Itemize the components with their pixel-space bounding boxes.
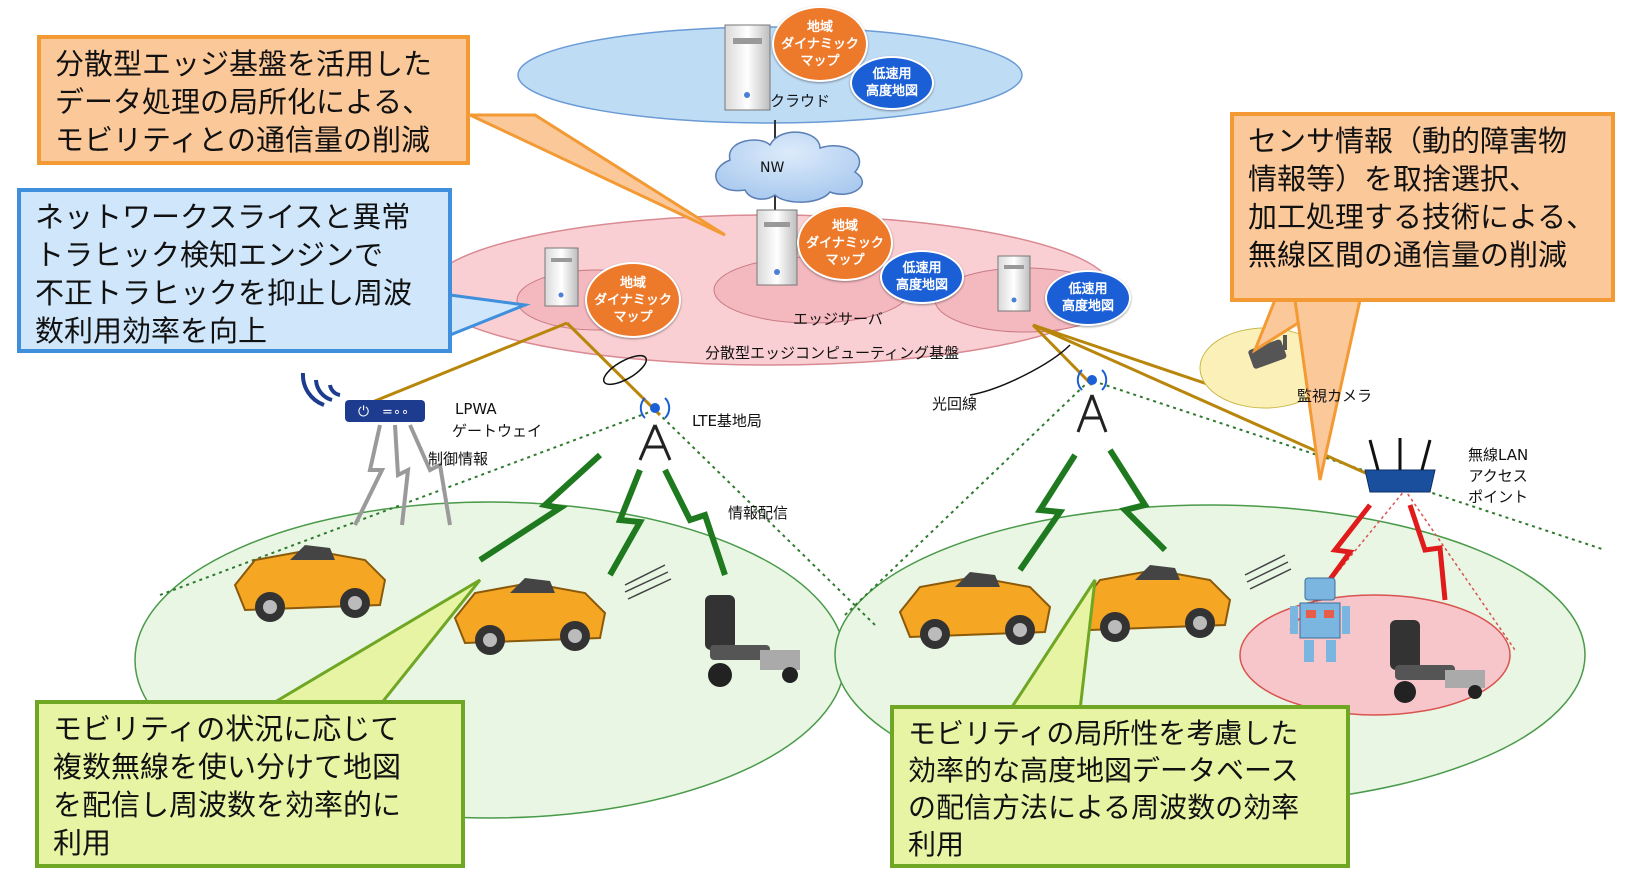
lpwa-gateway-icon: ⏻ =∘∘ — [300, 372, 425, 422]
camera-label: 監視カメラ — [1297, 387, 1373, 405]
cloud-server-icon — [724, 24, 771, 111]
svg-text:=∘∘: =∘∘ — [382, 405, 409, 420]
bubble-line: 地域 — [831, 218, 858, 234]
info-delivery-label: 情報配信 — [728, 504, 789, 522]
wlan-label-line: 無線LAN — [1468, 446, 1529, 464]
callout-tail-edge — [469, 113, 726, 237]
callout-edge-reduction: 分散型エッジ基盤を活用した データ処理の局所化による、 モビリティとの通信量の削… — [37, 35, 470, 165]
lte-label: LTE基地局 — [692, 412, 762, 430]
fiber-loop-left — [602, 354, 648, 386]
fiber-loop-right — [969, 344, 1071, 396]
wheelchair-icon — [705, 595, 800, 687]
callout-line: ネットワークスライスと異常 — [35, 200, 411, 234]
callout-line: 複数無線を使い分けて地図 — [53, 750, 402, 784]
callout-line: 無線区間の通信量の削減 — [1248, 238, 1568, 272]
callout-line: の配信方法による周波数の効率 — [908, 791, 1300, 824]
callout-line: モビリティの局所性を考慮した — [908, 717, 1299, 750]
lpwa-label: LPWA — [455, 400, 497, 418]
motion-lines — [624, 554, 1292, 600]
callout-locality-db: モビリティの局所性を考慮した 効率的な高度地図データベース の配信方法による周波… — [890, 705, 1350, 868]
bubble-line: 地域 — [619, 275, 646, 291]
car-icon — [233, 545, 387, 622]
callout-line: データ処理の局所化による、 — [55, 85, 432, 119]
bubble-line: マップ — [613, 309, 653, 325]
gateway-label: ゲートウェイ — [452, 422, 543, 440]
bubble-line: マップ — [800, 53, 840, 69]
callout-network-slice: ネットワークスライスと異常 トラヒック検知エンジンで 不正トラヒックを抑止し周波… — [17, 188, 452, 353]
callout-line: を配信し周波数を効率的に — [53, 788, 402, 822]
callout-line: 数利用効率を向上 — [35, 314, 268, 348]
wlan-ap-icon — [1364, 438, 1436, 493]
lowspeed-map-bubble-cloud: 低速用 高度地図 — [850, 56, 934, 110]
callout-line: 加工処理する技術による、 — [1248, 200, 1596, 234]
bubble-line: 高度地図 — [1061, 299, 1114, 314]
bubble-line: ダイナミック — [781, 36, 859, 52]
callout-line: 効率的な高度地図データベース — [908, 754, 1299, 787]
lpwa-radio-links — [353, 424, 452, 526]
callout-line: トラヒック検知エンジンで — [35, 238, 384, 272]
robot-zone — [1239, 594, 1511, 716]
wheelchair-icon — [1390, 620, 1485, 703]
wlan-label: 無線LAN アクセス ポイント — [1468, 445, 1528, 508]
callout-line: 不正トラヒックを抑止し周波 — [35, 276, 413, 310]
edge-server-label: エッジサーバ — [793, 310, 883, 328]
wlan-label-line: ポイント — [1468, 488, 1529, 506]
dynamic-map-bubble-cloud: 地域 ダイナミック マップ — [772, 6, 868, 82]
bubble-line: 低速用 — [902, 261, 942, 276]
edge-platform-label: 分散型エッジコンピューティング基盤 — [705, 344, 960, 362]
wlan-radio-links — [1312, 503, 1448, 602]
wlan-label-line: アクセス — [1468, 467, 1528, 485]
callout-line: 情報等）を取捨選択、 — [1248, 162, 1539, 196]
bubble-line: ダイナミック — [806, 235, 884, 251]
bubble-line: 高度地図 — [865, 84, 918, 99]
control-info-label: 制御情報 — [428, 450, 489, 468]
camera-icon — [1248, 335, 1287, 369]
bubble-line: 高度地図 — [895, 278, 948, 293]
car-icon — [898, 572, 1052, 649]
dynamic-map-bubble-left: 地域 ダイナミック マップ — [585, 262, 681, 338]
svg-text:⏻: ⏻ — [358, 404, 369, 420]
bubble-line: 低速用 — [872, 67, 912, 82]
edge-server-left-icon — [544, 247, 579, 307]
network-cloud — [715, 131, 863, 203]
lte-radio-links — [478, 448, 1168, 577]
fiber-label: 光回線 — [932, 395, 978, 413]
lowspeed-map-bubble-edge: 低速用 高度地図 — [880, 250, 964, 304]
car-icon — [453, 578, 607, 655]
callout-sensor-info: センサ情報（動的障害物 情報等）を取捨選択、 加工処理する技術による、 無線区間… — [1230, 112, 1615, 302]
callout-line: 利用 — [53, 826, 112, 860]
callout-multi-radio: モビリティの状況に応じて 複数無線を使い分けて地図 を配信し周波数を効率的に 利… — [35, 700, 465, 868]
bubble-line: ダイナミック — [594, 292, 672, 308]
nw-label: NW — [760, 160, 785, 176]
lte-coverage-left — [159, 408, 876, 626]
edge-server-icon — [756, 209, 798, 286]
callout-line: 利用 — [908, 828, 965, 861]
lte-tower-left-icon — [638, 397, 672, 461]
lowspeed-map-bubble-right: 低速用 高度地図 — [1045, 270, 1131, 326]
bubble-line: 地域 — [806, 19, 833, 35]
callout-line: 分散型エッジ基盤を活用した — [55, 47, 433, 81]
dynamic-map-bubble-edge: 地域 ダイナミック マップ — [797, 205, 893, 281]
callout-line: モビリティの状況に応じて — [53, 712, 400, 746]
car-icon — [1078, 565, 1232, 642]
lte-coverage-right — [844, 378, 1606, 616]
lte-tower-right-icon — [1076, 369, 1108, 433]
bubble-line: マップ — [825, 252, 865, 268]
callout-line: モビリティとの通信量の削減 — [55, 123, 430, 157]
edge-server-right-icon — [997, 255, 1031, 312]
robot-icon — [1290, 577, 1350, 662]
callout-line: センサ情報（動的障害物 — [1248, 124, 1568, 158]
cloud-label: クラウド — [770, 92, 831, 110]
bubble-line: 低速用 — [1068, 282, 1108, 297]
